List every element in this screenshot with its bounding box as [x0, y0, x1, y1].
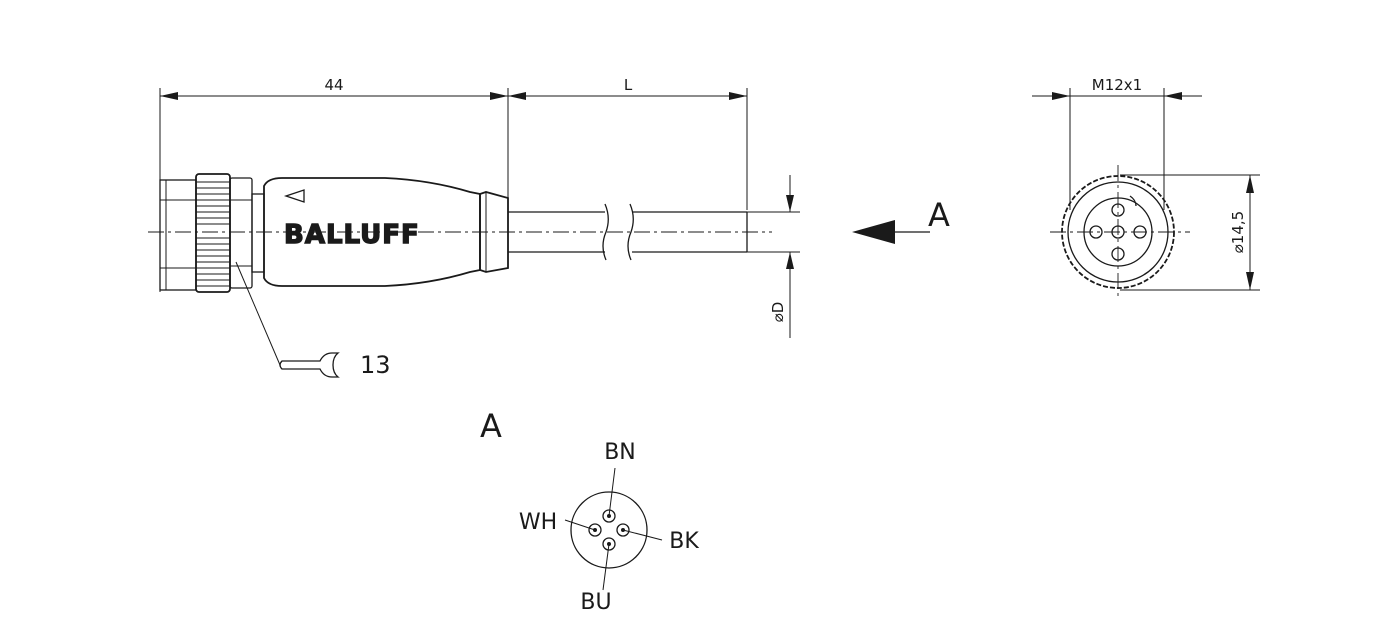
brand-logo: BALLUFF [284, 220, 420, 250]
dimension-cable-diameter-label: ⌀D [769, 302, 787, 323]
dimension-44: 44 [160, 76, 508, 100]
knurl-lines [196, 181, 230, 287]
pin-assignment-view: A BN WH BK BU [480, 407, 699, 615]
connector-side-view: BALLUFF [148, 88, 772, 293]
dimension-l: L [508, 76, 747, 100]
view-marker-label: A [928, 196, 950, 234]
dimension-outer-diameter: ⌀14,5 [1229, 175, 1254, 290]
dimension-outer-diameter-label: ⌀14,5 [1229, 211, 1247, 253]
pin-label-bk: BK [669, 529, 699, 554]
dimension-l-label: L [624, 76, 633, 94]
wrench-icon [279, 352, 340, 378]
dimension-44-label: 44 [324, 76, 343, 94]
connector-front-view [1050, 88, 1260, 300]
view-direction-arrow: A [852, 196, 950, 244]
pin-label-bu: BU [580, 590, 611, 615]
dimension-thread-label: M12x1 [1092, 76, 1142, 94]
pin-label-bn: BN [604, 440, 636, 465]
pin-label-wh: WH [519, 510, 557, 535]
dimension-thread: M12x1 [1032, 76, 1202, 100]
pin-view-title: A [480, 407, 502, 445]
wrench-size-label: 13 [360, 351, 391, 379]
dimension-cable-diameter: ⌀D [747, 175, 800, 338]
wrench-callout: 13 [235, 261, 391, 379]
